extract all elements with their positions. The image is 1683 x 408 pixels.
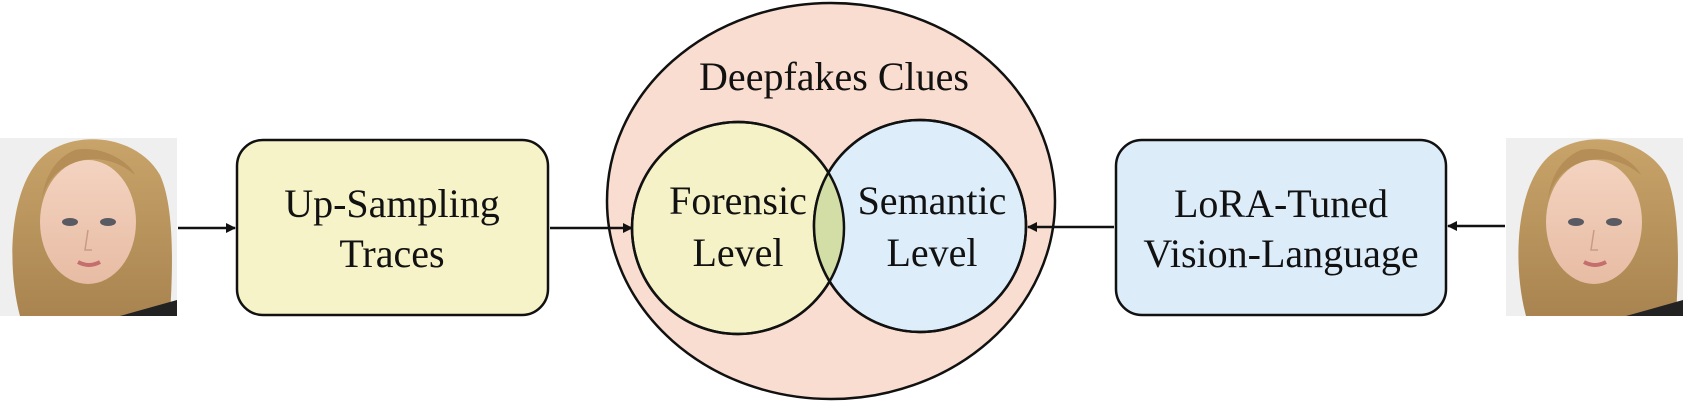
forensic-label-line2: Level: [692, 230, 783, 275]
lora-tuned-vlm-box: [1114, 138, 1448, 317]
right-box-line1: LoRA-Tuned: [1174, 181, 1388, 226]
right-box-line2: Vision-Language: [1143, 231, 1418, 276]
semantic-label-line2: Level: [886, 230, 977, 275]
deepfakes-clues-title: Deepfakes Clues: [699, 54, 969, 99]
forensic-label-line1: Forensic: [669, 178, 807, 223]
left-box-line1: Up-Sampling: [284, 181, 500, 226]
left-face-image: [0, 138, 177, 316]
left-box-line2: Traces: [339, 231, 444, 276]
semantic-label-line1: Semantic: [858, 178, 1007, 223]
up-sampling-traces-box: [235, 138, 550, 317]
right-face-image: [1506, 138, 1683, 316]
